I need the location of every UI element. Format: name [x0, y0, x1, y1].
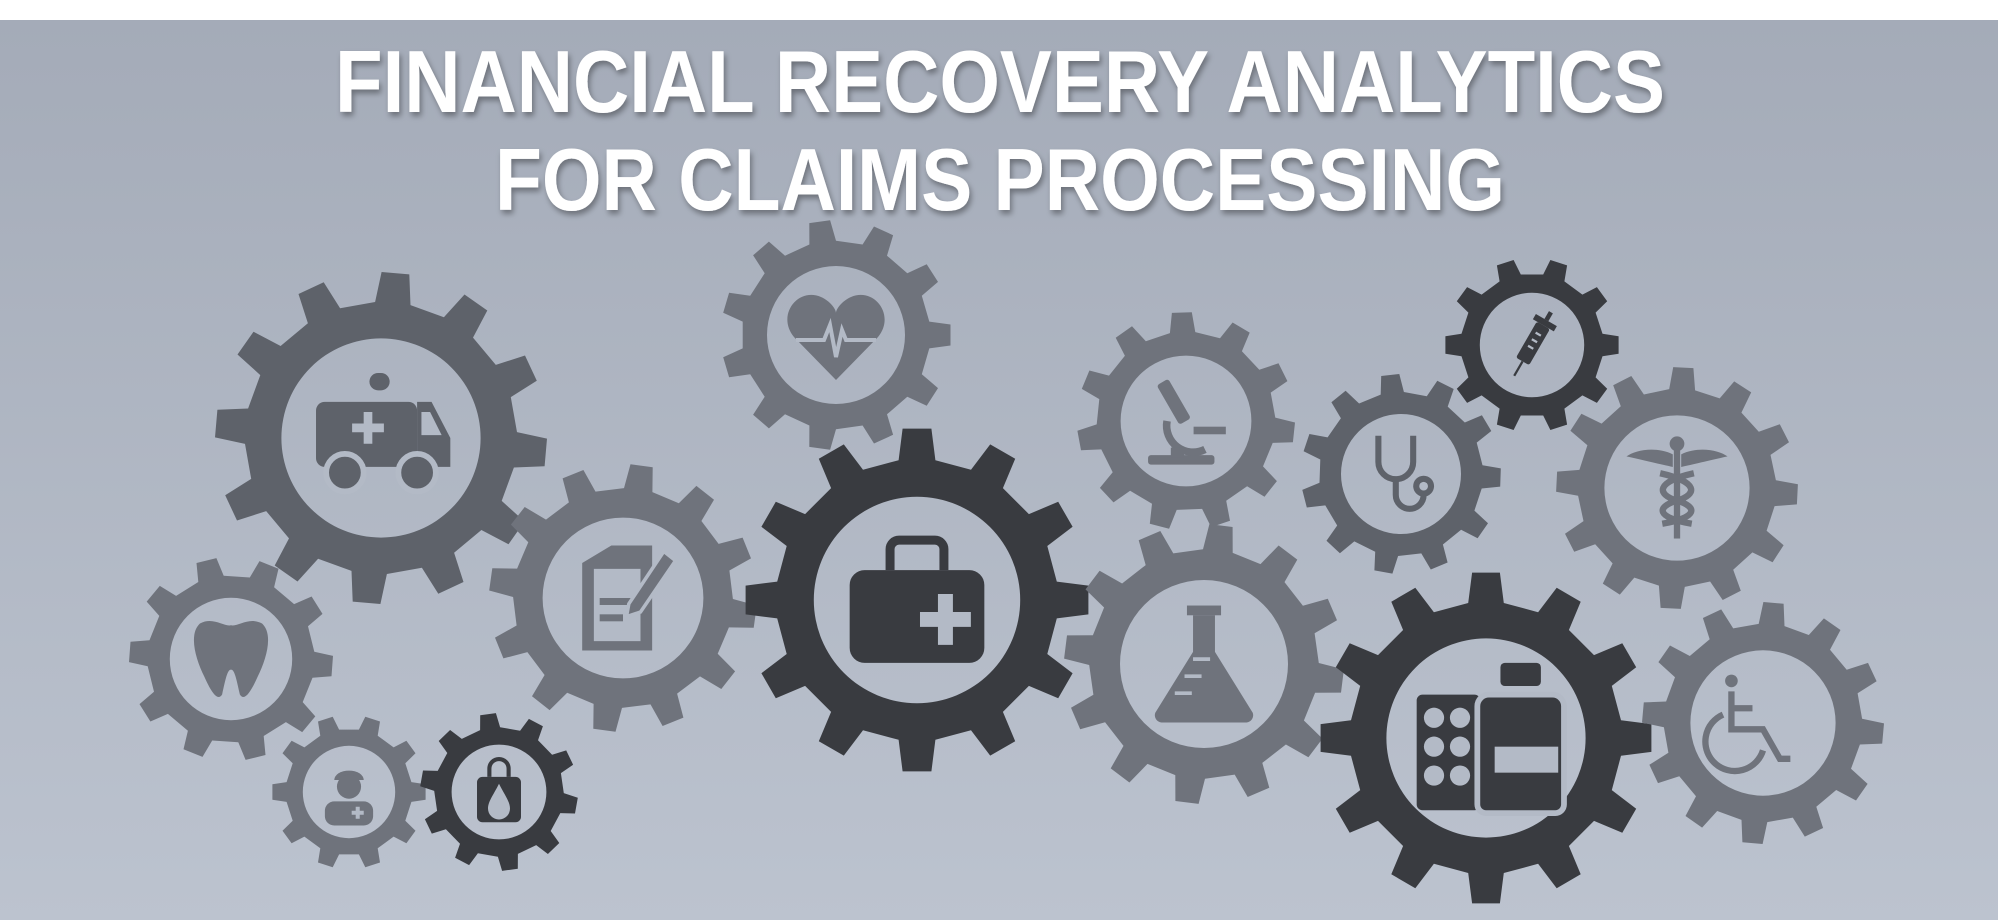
gear-tooth — [129, 558, 333, 760]
blood-bag-icon — [477, 756, 521, 823]
tooth-icon — [193, 621, 269, 697]
gear-shape — [1064, 524, 1344, 804]
wheelchair-icon — [1702, 674, 1791, 775]
gear-blood-bag — [420, 713, 578, 871]
nurse-icon — [324, 770, 374, 826]
gear-shape — [1642, 602, 1884, 844]
gear-document-edit — [489, 464, 757, 732]
flask-icon — [1154, 605, 1254, 723]
stethoscope-icon — [1375, 435, 1435, 512]
heart-pulse-icon — [787, 294, 885, 381]
syringe-icon — [1513, 311, 1557, 377]
gear-syringe — [1445, 260, 1619, 430]
title-line-2: FOR CLAIMS PROCESSING — [495, 130, 1505, 229]
gear-wheelchair — [1642, 602, 1884, 844]
gear-shape — [723, 220, 951, 450]
gear-caduceus — [1556, 367, 1798, 609]
gear-medical-bag — [745, 428, 1089, 772]
gear-shape — [489, 464, 757, 732]
gear-shape — [1077, 312, 1295, 529]
microscope-icon — [1148, 379, 1226, 465]
gear-microscope — [1077, 312, 1295, 529]
gear-shape — [129, 558, 333, 760]
gear-shape — [420, 713, 578, 871]
gear-cluster — [129, 220, 1884, 904]
pills-icon — [1416, 662, 1567, 816]
gear-nurse — [272, 716, 426, 868]
gear-shape — [1556, 367, 1798, 609]
medical-bag-icon — [849, 535, 985, 663]
caduceus-icon — [1626, 436, 1728, 539]
gear-shape — [745, 428, 1089, 772]
gear-heart-pulse — [723, 220, 951, 450]
gear-shape — [1320, 572, 1652, 904]
title-line-1: FINANCIAL RECOVERY ANALYTICS — [335, 32, 1665, 131]
ambulance-icon — [316, 373, 451, 495]
document-edit-icon — [582, 545, 678, 651]
gear-shape — [215, 272, 547, 604]
gear-ambulance — [215, 272, 547, 604]
gear-shape — [1445, 260, 1619, 430]
gear-flask — [1064, 524, 1344, 804]
gear-shape — [272, 716, 426, 868]
gear-shape — [1302, 374, 1501, 574]
gear-pills — [1320, 572, 1652, 904]
gear-stethoscope — [1302, 374, 1501, 574]
